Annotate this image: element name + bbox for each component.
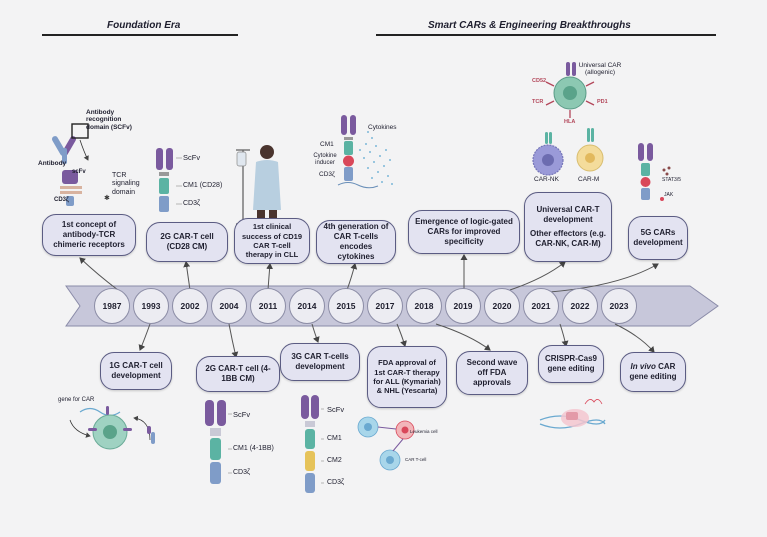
box-2023-bottom: In vivo CAR gene editing: [620, 352, 686, 392]
year-2002: 2002: [172, 288, 208, 324]
box-2014: 3G CAR T-cells development: [280, 343, 360, 381]
box-2022: CRISPR-Cas9 gene editing: [538, 345, 604, 383]
car-gene-editing-text: CAR gene editing: [629, 362, 677, 381]
antibody-icon: [52, 123, 89, 164]
cytokines-label: Cytokines: [368, 124, 397, 131]
jak-label: JAK: [664, 192, 674, 198]
cd3z-small-label: CD3ζ: [54, 197, 69, 203]
cm1-2014-label: CM1: [327, 435, 342, 442]
tcr-label: TCR: [532, 99, 544, 105]
connector-2011: [266, 263, 274, 291]
hla-label: HLA: [564, 119, 576, 125]
box-2015: 4th generation of CAR T-cells encodes cy…: [316, 220, 396, 264]
box-2017: FDA approval of 1st CAR-T therapy for AL…: [367, 346, 447, 408]
in-vivo-text: In vivo: [630, 362, 656, 371]
connector-2023: [549, 263, 659, 293]
car-m-label: CAR-M: [578, 176, 600, 183]
cytokine-inducer-label: Cytokine inducer: [313, 153, 337, 166]
car-m-cell-icon: [576, 128, 604, 172]
svg-text:✱: ✱: [104, 194, 110, 202]
connector-2018: [435, 323, 491, 351]
car-t-cell-1g-icon: [69, 406, 155, 450]
receptor-2g-cd28-icon: [156, 148, 182, 212]
era-smart: Smart CARs & Engineering Breakthroughs: [428, 20, 631, 31]
year-2011: 2011: [250, 288, 286, 324]
scfv-2004-label: ScFv: [233, 410, 251, 419]
pd1-label: PD1: [597, 99, 608, 105]
year-2020: 2020: [484, 288, 520, 324]
leukemia-cell-label: Leukemia cell: [410, 429, 438, 434]
cd52-label: CD52: [532, 78, 547, 84]
box-2019: Emergence of logic-gated CARs for improv…: [408, 210, 520, 254]
scfv-2014-label: ScFv: [327, 405, 345, 414]
stat-label: STAT3/5: [662, 177, 681, 183]
year-1987: 1987: [94, 288, 130, 324]
box-2023-top: 5G CARs development: [628, 216, 688, 260]
gene-for-car-label: gene for CAR: [58, 397, 95, 403]
antibody-recognition-label: Antibody recognition domain (SCFv): [86, 109, 132, 131]
connector-1987: [79, 257, 119, 291]
car-t-cell-label: CAR T-cell: [405, 457, 427, 462]
year-2004: 2004: [211, 288, 247, 324]
box-2021-title: Universal CAR-T development: [536, 205, 600, 224]
connector-2023b: [614, 323, 655, 353]
connector-1993: [138, 323, 151, 351]
connector-2015: [346, 263, 358, 291]
cd3z-2015-label: CD3ζ: [319, 171, 335, 178]
car-nk-label: CAR-NK: [534, 176, 559, 183]
year-2018: 2018: [406, 288, 442, 324]
receptor-5g-icon: [638, 143, 671, 201]
cd3z-2002-label: CD3ζ: [183, 200, 201, 207]
connector-2017: [396, 323, 407, 347]
year-2023: 2023: [601, 288, 637, 324]
cd3z-2014-label: CD3ζ: [327, 479, 345, 486]
cm1-2015-label: CM1: [320, 141, 334, 148]
cd3z-2004-label: CD3ζ: [233, 469, 251, 476]
year-2019: 2019: [445, 288, 481, 324]
box-1993: 1G CAR-T cell development: [100, 352, 172, 390]
era-foundation-line: [42, 34, 238, 36]
year-1993: 1993: [133, 288, 169, 324]
box-1987: 1st concept of antibody-TCR chimeric rec…: [42, 214, 136, 256]
antibody-label: Antibody: [38, 160, 67, 167]
year-2022: 2022: [562, 288, 598, 324]
receptor-4g-icon: [337, 115, 379, 189]
era-smart-line: [376, 34, 716, 36]
scfv-small-label: scFv: [72, 169, 86, 175]
car-t-vs-leukemia-icon: [357, 416, 415, 471]
connector-2004: [228, 323, 239, 358]
chimeric-receptor-icon: [60, 170, 82, 206]
car-nk-cell-icon: [532, 132, 564, 176]
box-2021: Universal CAR-T development Other effect…: [524, 192, 612, 262]
year-2021: 2021: [523, 288, 559, 324]
connector-2014: [311, 323, 320, 343]
connector-2021: [509, 261, 566, 291]
patient-icon: [236, 145, 281, 226]
universal-car-cell-icon: [545, 62, 595, 118]
crispr-cas9-icon: [539, 399, 606, 429]
year-2017: 2017: [367, 288, 403, 324]
box-2011: 1st clinical success of CD19 CAR T-cell …: [234, 218, 310, 264]
receptor-2g-41bb-icon: [205, 400, 232, 484]
year-2015: 2015: [328, 288, 364, 324]
connector-2002: [183, 261, 191, 291]
receptor-3g-icon: [301, 395, 324, 493]
era-foundation: Foundation Era: [107, 20, 181, 31]
cm2-2014-label: CM2: [327, 457, 342, 464]
universal-car-label: Universal CAR (allogenic): [578, 62, 622, 77]
year-2014: 2014: [289, 288, 325, 324]
cytokine-dots: [359, 131, 393, 185]
scfv-2002-label: ScFv: [183, 153, 201, 162]
connector-2022: [559, 323, 569, 347]
cm1-41bb-label: CM1 (4-1BB): [233, 445, 274, 452]
cm1-cd28-label: CM1 (CD28): [183, 182, 223, 189]
box-2002: 2G CAR-T cell (CD28 CM): [146, 222, 228, 262]
box-2004: 2G CAR-T cell (4-1BB CM): [196, 356, 280, 392]
box-2021-subtitle: Other effectors (e.g. CAR-NK, CAR-M): [530, 229, 607, 248]
box-2018: Second wave off FDA approvals: [456, 351, 528, 395]
tcr-signaling-label: TCR signaling domain: [112, 172, 140, 196]
